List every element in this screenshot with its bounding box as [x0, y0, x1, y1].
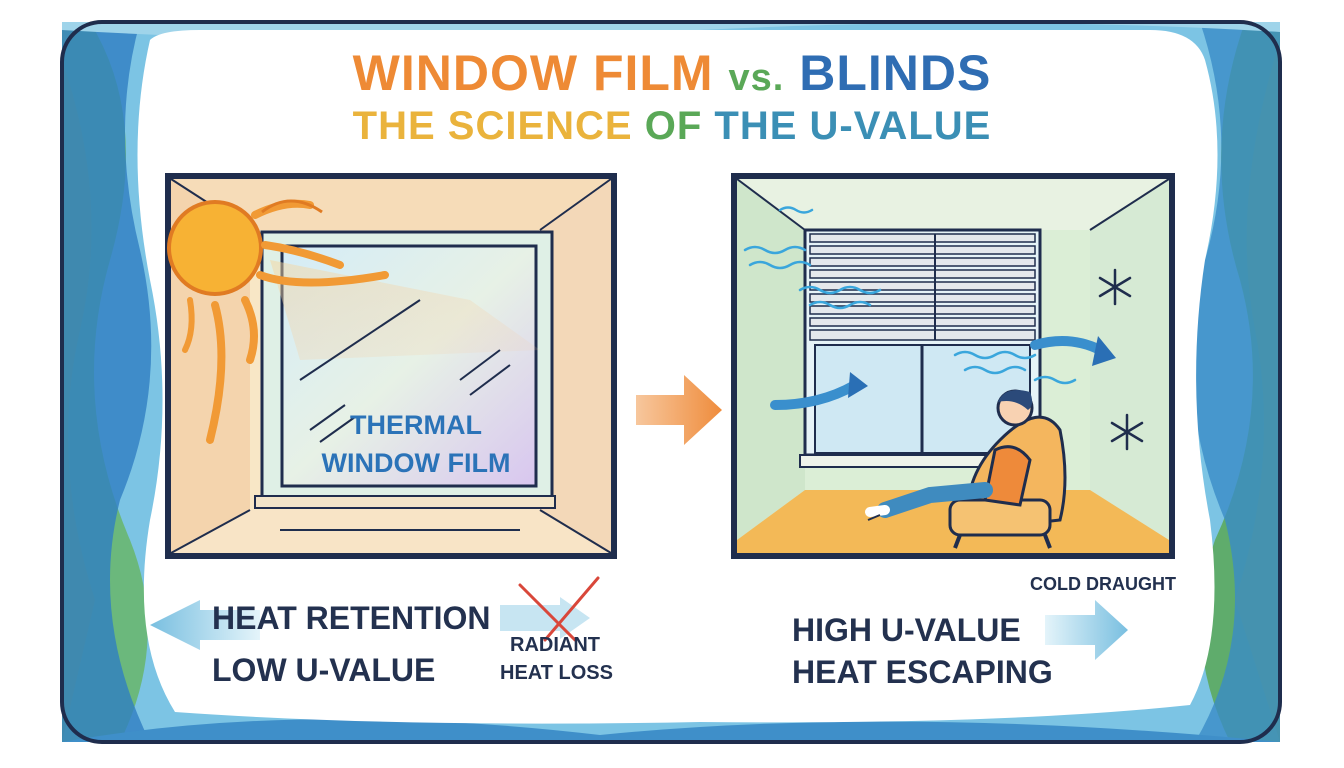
- snowflake-icon: [1098, 268, 1132, 306]
- blinds-room-scene: [731, 173, 1175, 559]
- arrow-icon: [636, 375, 722, 445]
- sun-icon: [167, 199, 389, 444]
- venetian-blinds: [809, 233, 1036, 341]
- subtitle-part2: OF: [644, 104, 703, 148]
- page-subtitle: THE SCIENCE OF THE U-VALUE: [0, 104, 1344, 149]
- page-title: WINDOW FILM vs. BLINDS: [0, 44, 1344, 102]
- cross-icon: [518, 576, 600, 642]
- radiant-label-line1: RADIANT: [510, 634, 600, 656]
- title-part2: vs.: [728, 57, 785, 99]
- film-label-line1: THERMAL: [350, 410, 482, 440]
- radiant-label-line2: HEAT LOSS: [500, 662, 613, 684]
- heat-retention-label: HEAT RETENTION: [212, 600, 491, 636]
- high-u-value-label: HIGH U-VALUE: [792, 612, 1021, 648]
- film-label-line2: WINDOW FILM: [321, 448, 511, 478]
- heat-escaping-label: HEAT ESCAPING: [792, 654, 1053, 690]
- title-part1: WINDOW FILM: [352, 45, 714, 101]
- low-u-value-label: LOW U-VALUE: [212, 652, 436, 688]
- title-part3: BLINDS: [799, 45, 992, 101]
- arrow-icon: [1045, 600, 1128, 660]
- person-in-armchair: [865, 389, 1067, 549]
- snowflake-icon: [1110, 413, 1144, 451]
- subtitle-part3: THE U-VALUE: [714, 104, 992, 148]
- cold-draught-label: COLD DRAUGHT: [1030, 574, 1176, 594]
- arrow-icon: [150, 600, 260, 650]
- subtitle-part1: THE SCIENCE: [352, 104, 633, 148]
